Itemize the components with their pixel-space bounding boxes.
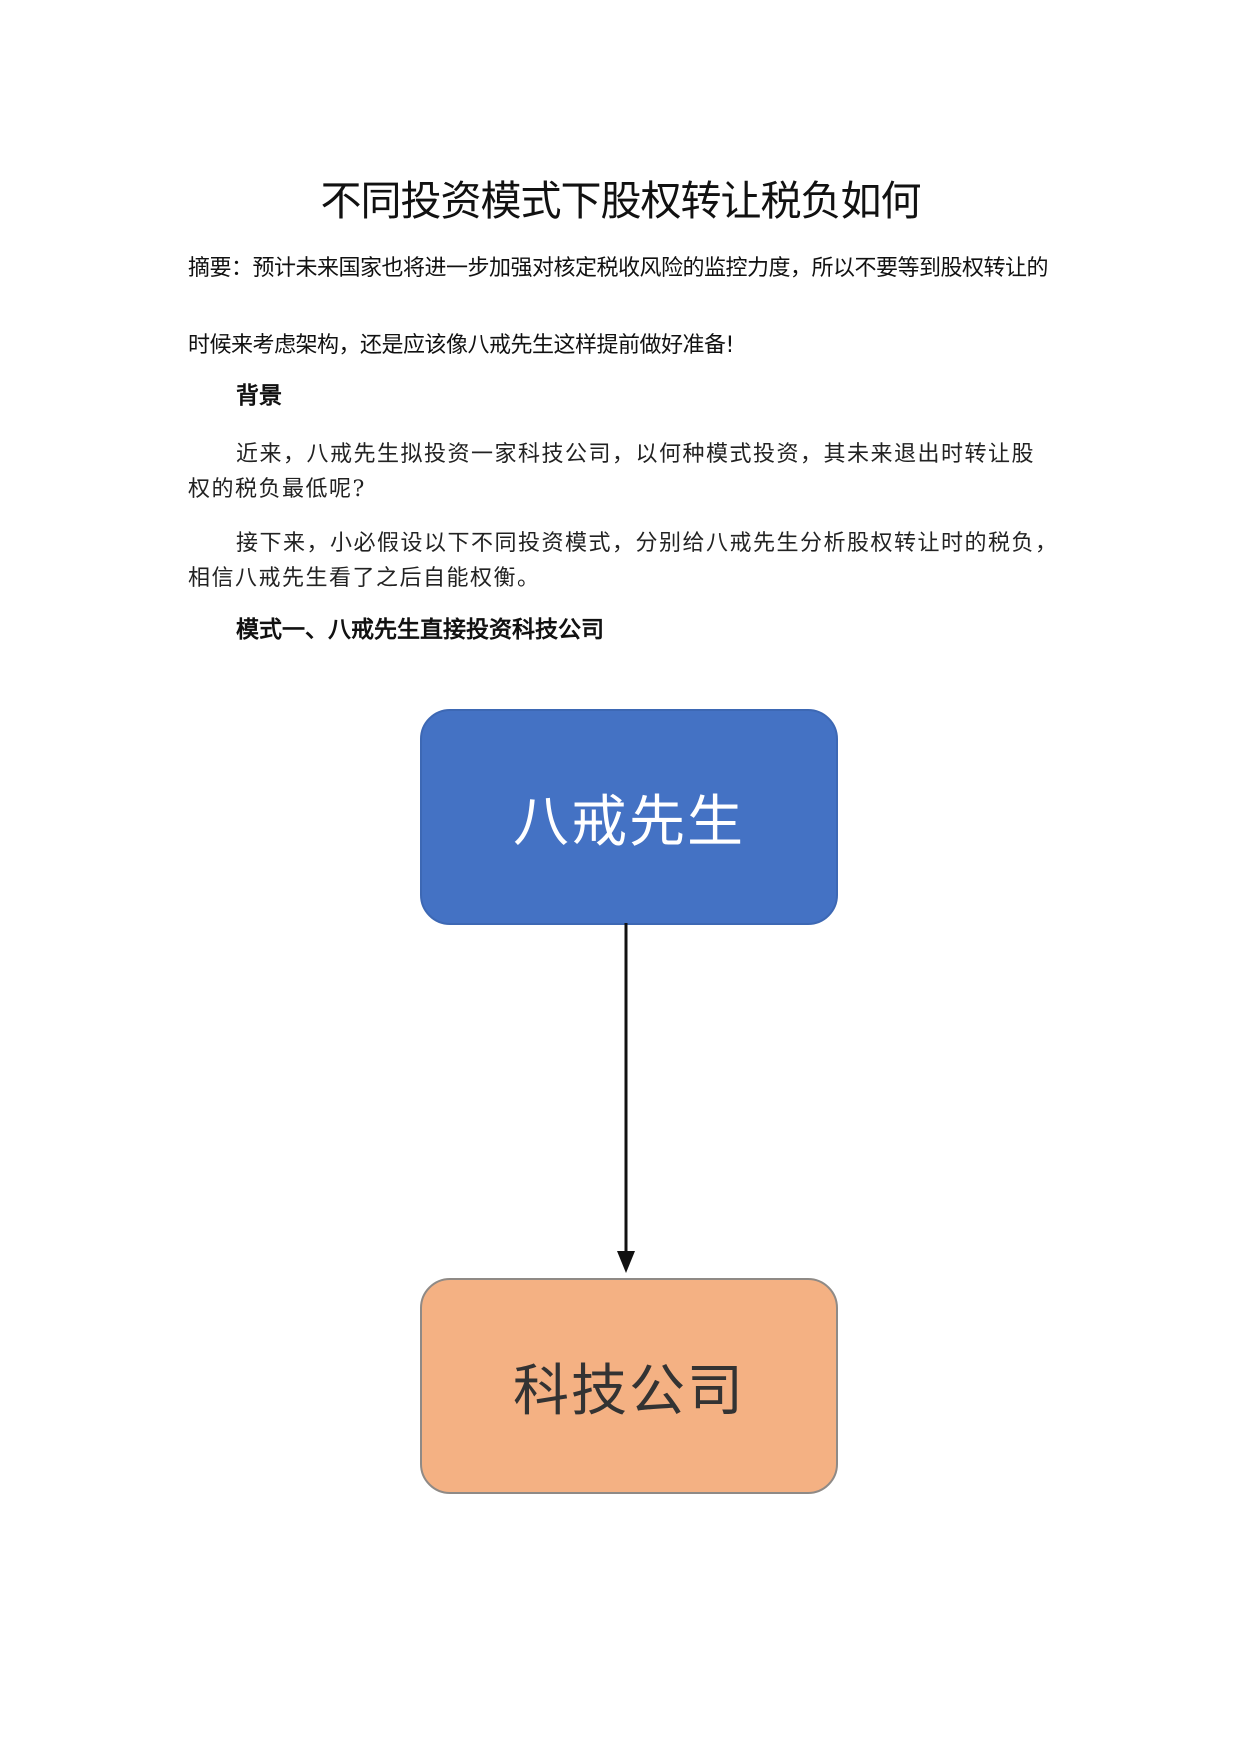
abstract-line-2: 时候来考虑架构，还是应该像八戒先生这样提前做好准备! (188, 333, 734, 358)
paragraph-line: 相信八戒先生看了之后自能权衡。 (188, 566, 541, 591)
diagram-arrow (617, 923, 635, 1273)
paragraph-background-1: 近来，八戒先生拟投资一家科技公司，以何种模式投资，其未来退出时转让股 权的税负最… (188, 437, 1054, 507)
investment-diagram: 八戒先生 科技公司 (388, 695, 838, 1515)
diagram-node-investor-label: 八戒先生 (513, 789, 745, 855)
paragraph-background-2: 接下来，小必假设以下不同投资模式，分别给八戒先生分析股权转让时的税负， 相信八戒… (188, 526, 1054, 596)
arrow-head (617, 1251, 635, 1273)
paragraph-line: 权的税负最低呢? (188, 477, 366, 502)
section-heading-mode1: 模式一、八戒先生直接投资科技公司 (236, 617, 604, 643)
page-title: 不同投资模式下股权转让税负如何 (320, 177, 922, 225)
paragraph-line: 近来，八戒先生拟投资一家科技公司，以何种模式投资，其未来退出时转让股 (236, 442, 1036, 467)
diagram-node-investor: 八戒先生 (420, 709, 838, 925)
diagram-node-company-label: 科技公司 (513, 1358, 745, 1424)
paragraph-line: 接下来，小必假设以下不同投资模式，分别给八戒先生分析股权转让时的税负， (236, 531, 1054, 556)
diagram-node-company: 科技公司 (420, 1278, 838, 1494)
abstract-line-1: 摘要：预计未来国家也将进一步加强对核定税收风险的监控力度，所以不要等到股权转让的 (188, 256, 1049, 281)
section-heading-background: 背景 (236, 383, 282, 409)
